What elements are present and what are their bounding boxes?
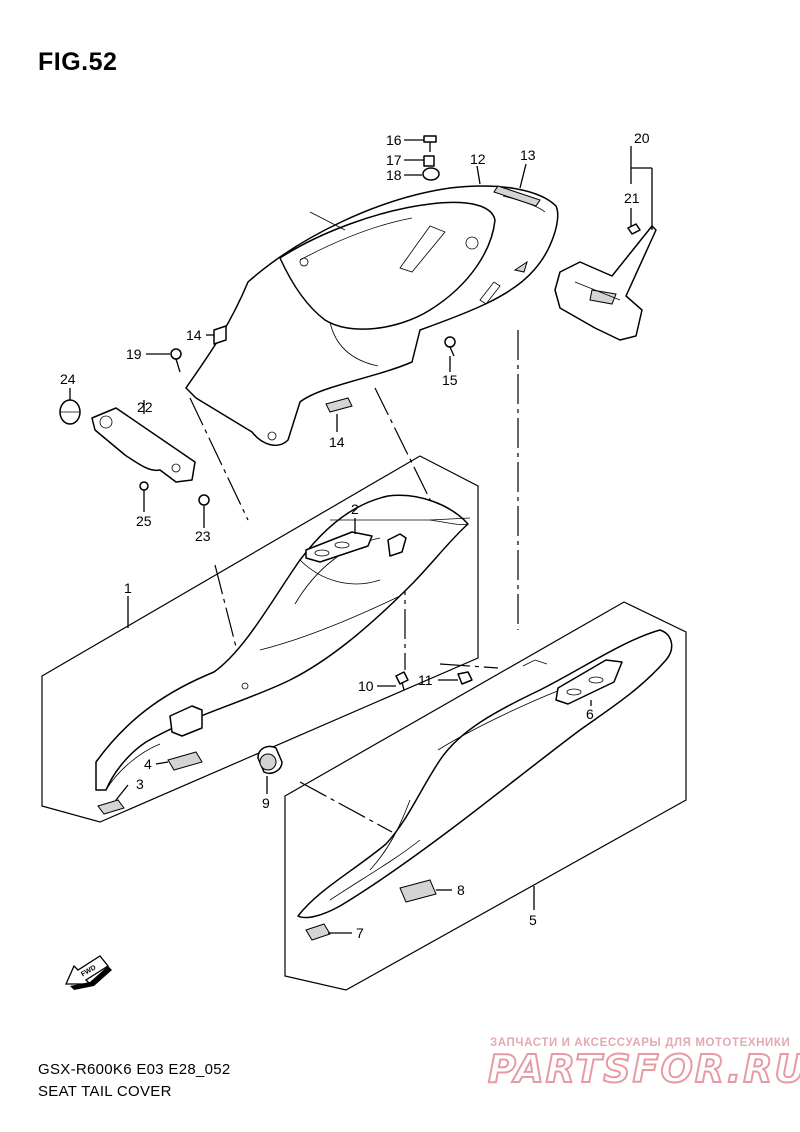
- cap-part[interactable]: [59, 399, 81, 425]
- right-side-cover-part[interactable]: [297, 629, 673, 919]
- leader-lines: [69, 139, 653, 934]
- tape-8-part[interactable]: [399, 879, 437, 903]
- nut-11-part[interactable]: [457, 671, 473, 685]
- callout-22: 22: [137, 399, 153, 415]
- seat-tail-cover-part[interactable]: [185, 185, 559, 447]
- callout-25: 25: [136, 513, 152, 529]
- screw-15-part[interactable]: [444, 336, 456, 357]
- callout-9: 9: [262, 795, 270, 811]
- callout-16: 16: [386, 132, 402, 148]
- left-side-cover-group-box: [41, 455, 479, 823]
- callout-7: 7: [356, 925, 364, 941]
- figure-title: FIG.52: [38, 48, 118, 76]
- callout-14-upper: 14: [186, 327, 202, 343]
- callout-8: 8: [457, 882, 465, 898]
- washer-18-part[interactable]: [422, 167, 440, 181]
- callout-3: 3: [136, 776, 144, 792]
- clip-21-part[interactable]: [627, 223, 641, 235]
- callout-2: 2: [351, 501, 359, 517]
- callout-23: 23: [195, 528, 211, 544]
- screw-10-part[interactable]: [395, 671, 409, 691]
- callout-20: 20: [634, 130, 650, 146]
- callout-13: 13: [520, 147, 536, 163]
- side-bracket-part[interactable]: [91, 407, 196, 483]
- right-side-cover-group-box: [284, 601, 687, 991]
- watermark-tagline: ЗАПЧАСТИ И АКСЕССУАРЫ ДЛЯ МОТОТЕХНИКИ: [490, 1037, 791, 1049]
- label-14-part-b[interactable]: [325, 397, 353, 413]
- tape-3-part[interactable]: [97, 799, 125, 815]
- callout-19: 19: [126, 346, 142, 362]
- right-side-grommet-part[interactable]: [555, 659, 623, 705]
- callout-14-lower: 14: [329, 434, 345, 450]
- callout-15: 15: [442, 372, 458, 388]
- callout-12: 12: [470, 151, 486, 167]
- tape-7-part[interactable]: [305, 923, 331, 941]
- fwd-arrow-icon: FWD: [64, 955, 112, 990]
- alignment-lines: [189, 330, 519, 833]
- model-code: GSX-R600K6 E03 E28_052: [38, 1061, 231, 1078]
- left-side-grommet-part[interactable]: [305, 531, 373, 563]
- tail-emblem-part[interactable]: [493, 185, 541, 207]
- callout-6: 6: [586, 706, 594, 722]
- section-name: SEAT TAIL COVER: [38, 1083, 172, 1100]
- tape-4-part[interactable]: [167, 751, 203, 771]
- callout-24: 24: [60, 371, 76, 387]
- callout-1: 1: [124, 580, 132, 596]
- callout-10: 10: [358, 678, 374, 694]
- screw-25-part[interactable]: [139, 481, 149, 491]
- callout-4: 4: [144, 756, 152, 772]
- callout-17: 17: [386, 152, 402, 168]
- rear-bracket-part[interactable]: [554, 225, 657, 341]
- callout-5: 5: [529, 912, 537, 928]
- callout-21: 21: [624, 190, 640, 206]
- screw-19-part[interactable]: [170, 348, 182, 373]
- callout-18: 18: [386, 167, 402, 183]
- callout-labels: 16 17 18 12 13 20 21 14 19 15 24 22 14 2…: [60, 130, 650, 941]
- left-side-cover-part[interactable]: [95, 494, 471, 791]
- nut-17-part[interactable]: [423, 155, 435, 167]
- label-14-part-a[interactable]: [213, 325, 227, 345]
- callout-11: 11: [418, 672, 433, 688]
- screw-16-part[interactable]: [423, 135, 437, 152]
- watermark-logo: PARTSFOR.RU: [487, 1046, 800, 1092]
- screw-23-part[interactable]: [198, 494, 210, 506]
- cushion-part[interactable]: [257, 745, 283, 774]
